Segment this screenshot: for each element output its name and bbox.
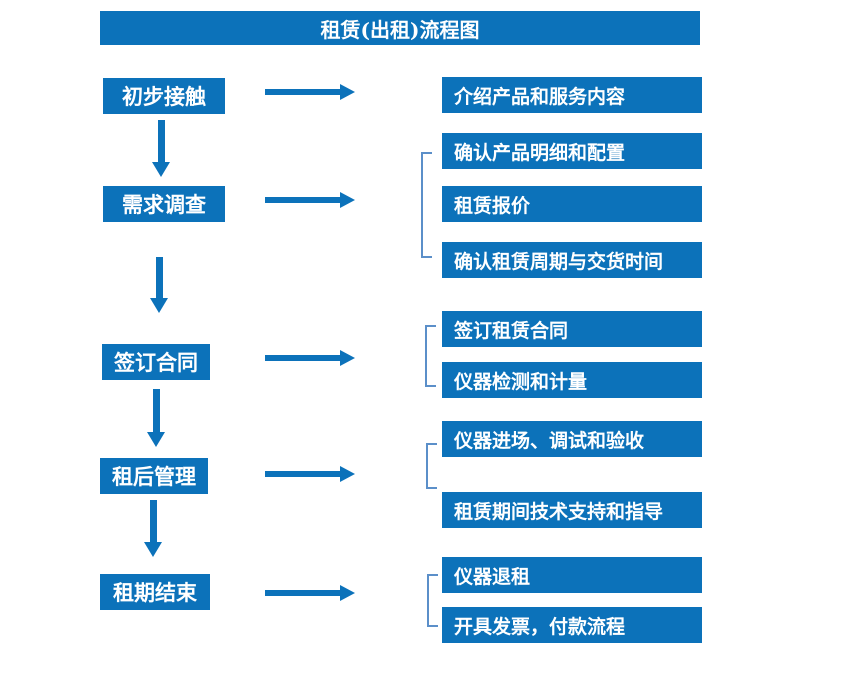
step-box-rental-end: 租期结束 [100, 574, 210, 610]
down-arrow-icon-3 [146, 389, 166, 447]
arrow-shaft [155, 257, 163, 298]
right-arrow-icon-2 [265, 191, 355, 209]
arrow-head [150, 298, 168, 313]
arrow-shaft [152, 389, 160, 432]
down-arrow-icon-1 [151, 120, 171, 177]
down-arrow-icon-2 [149, 257, 169, 313]
detail-label: 仪器进场、调试和验收 [454, 429, 645, 452]
flowchart-title: 租赁(出租)流程图 [320, 17, 480, 42]
arrow-shaft [265, 590, 340, 596]
bracket-icon-rental-end-group [427, 574, 438, 627]
detail-box-invoice-payment: 开具发票，付款流程 [442, 607, 702, 643]
detail-box-instrument-setup-acceptance: 仪器进场、调试和验收 [442, 421, 702, 457]
arrow-head [340, 84, 355, 100]
arrow-head [340, 192, 355, 208]
arrow-shaft [265, 355, 340, 361]
detail-label: 开具发票，付款流程 [454, 615, 626, 638]
detail-label: 租赁报价 [454, 194, 531, 217]
step-box-initial-contact: 初步接触 [103, 78, 225, 114]
detail-label: 确认产品明细和配置 [454, 141, 626, 164]
detail-label: 租赁期间技术支持和指导 [454, 500, 664, 523]
arrow-head [144, 542, 162, 557]
arrow-head [152, 162, 170, 177]
right-arrow-icon-3 [265, 349, 355, 367]
arrow-shaft [157, 120, 165, 162]
bracket-icon-sign-contract-group [425, 325, 436, 387]
down-arrow-icon-4 [143, 500, 163, 557]
detail-box-technical-support: 租赁期间技术支持和指导 [442, 492, 702, 528]
detail-label: 仪器检测和计量 [454, 370, 588, 393]
detail-box-instrument-testing: 仪器检测和计量 [442, 362, 702, 398]
detail-box-rental-quote: 租赁报价 [442, 186, 702, 222]
arrow-shaft [265, 471, 340, 477]
arrow-shaft [149, 500, 157, 542]
arrow-head [340, 585, 355, 601]
right-arrow-icon-4 [265, 465, 355, 483]
arrow-head [340, 350, 355, 366]
detail-label: 确认租赁周期与交货时间 [454, 250, 664, 273]
bracket-icon-post-rental-group [426, 443, 437, 489]
bracket-icon-demand-survey-group [421, 152, 432, 258]
detail-label: 签订租赁合同 [454, 319, 569, 342]
arrow-shaft [265, 89, 340, 95]
detail-label: 仪器退租 [454, 565, 531, 588]
step-label: 需求调查 [122, 192, 206, 217]
step-box-demand-survey: 需求调查 [103, 186, 225, 222]
detail-box-introduce-products: 介绍产品和服务内容 [442, 77, 702, 113]
step-box-sign-contract: 签订合同 [102, 344, 210, 380]
detail-box-sign-rental-contract: 签订租赁合同 [442, 311, 702, 347]
detail-label: 介绍产品和服务内容 [454, 85, 626, 108]
detail-box-instrument-return: 仪器退租 [442, 557, 702, 593]
right-arrow-icon-1 [265, 83, 355, 101]
arrow-shaft [265, 197, 340, 203]
step-label: 签订合同 [114, 350, 198, 375]
detail-box-confirm-product-details: 确认产品明细和配置 [442, 133, 702, 169]
right-arrow-icon-5 [265, 584, 355, 602]
flowchart-title-bar: 租赁(出租)流程图 [100, 11, 700, 45]
step-box-post-rental-management: 租后管理 [100, 458, 208, 494]
arrow-head [340, 466, 355, 482]
step-label: 租后管理 [112, 464, 196, 489]
detail-box-confirm-rental-period: 确认租赁周期与交货时间 [442, 242, 702, 278]
arrow-head [147, 432, 165, 447]
step-label: 初步接触 [122, 84, 206, 109]
step-label: 租期结束 [113, 580, 197, 605]
